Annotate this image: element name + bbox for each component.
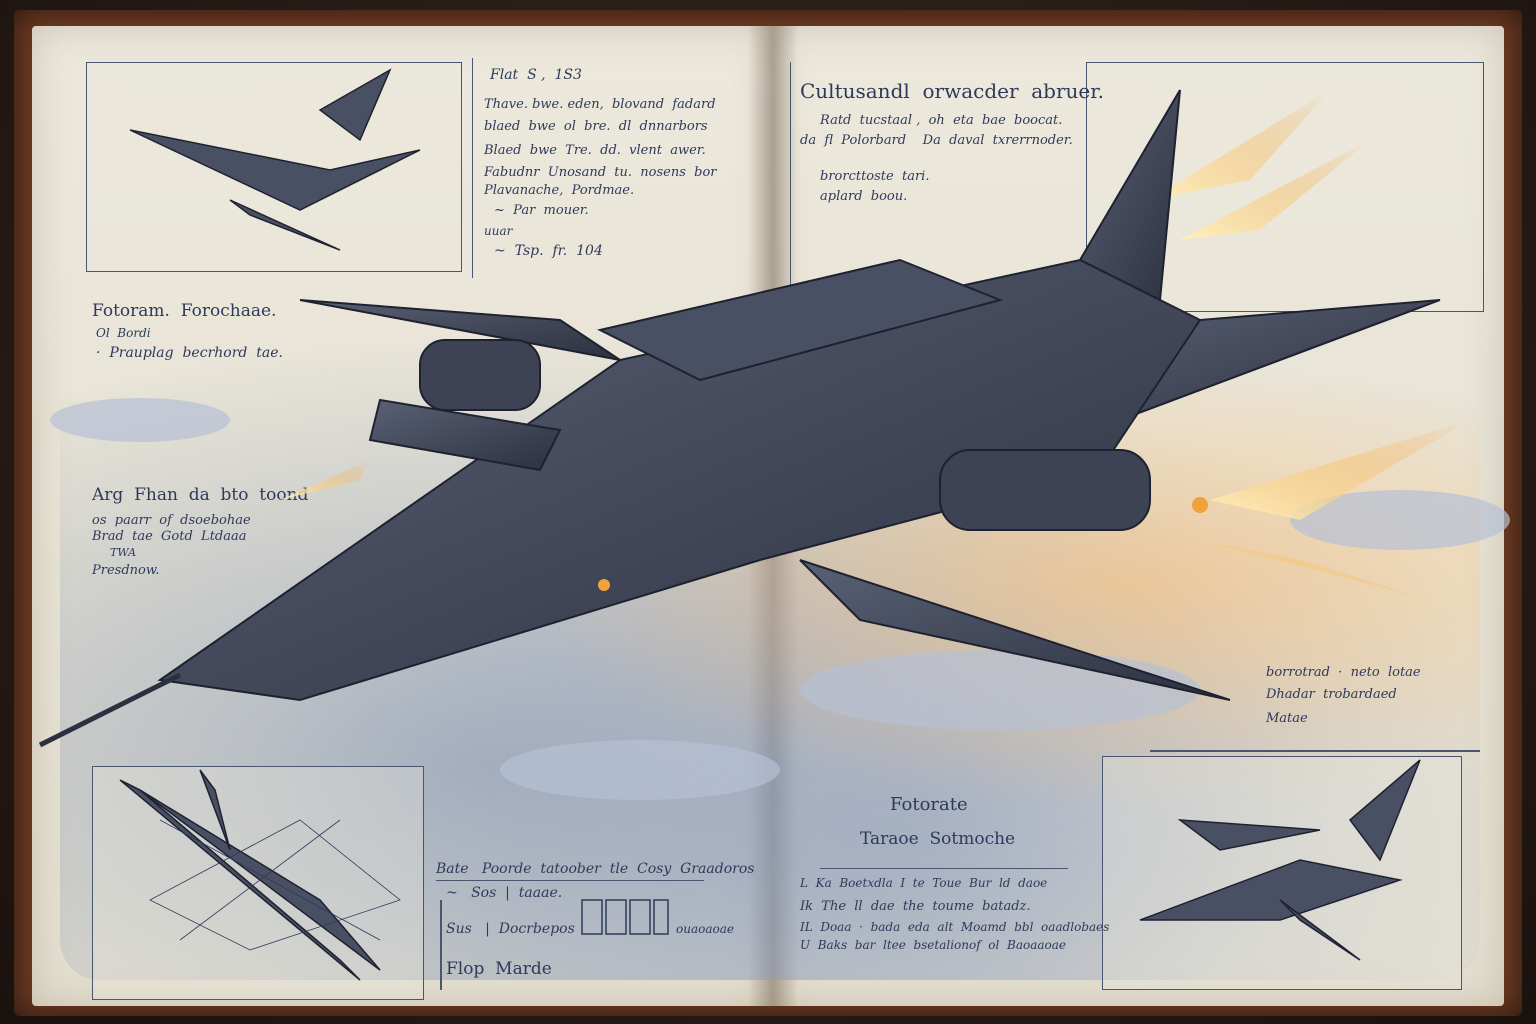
right-bottom-line-1: L Ka Boetxdla I te Toue Bur ld daoe	[800, 876, 1048, 890]
top-notes-line-7: uuar	[484, 224, 513, 238]
right-bottom-line-3: IL Doaa · bada eda alt Moamd bbl oaadlob…	[800, 920, 1110, 934]
mid-notes-1-line-2: Ol Bordi	[96, 326, 151, 340]
right-bottom-title: Fotorate	[890, 794, 968, 815]
top-notes-line-4: Fabudnr Unosand tu. nosens bor	[484, 165, 717, 180]
right-bottom-line-2: Ik The ll dae the toume batadz.	[800, 899, 1031, 914]
sketch-box-bottom-right	[1102, 756, 1462, 990]
right-top-line-2: da fl Polorbard Da daval txrerrnoder.	[800, 133, 1073, 148]
bottom-notes-footer: Flop Marde	[446, 959, 552, 979]
top-notes-header: Flat S , 1S3	[490, 67, 582, 83]
mid-notes-1-line-1: Fotoram. Forochaae.	[92, 301, 277, 321]
notes-box-top-right	[790, 62, 1071, 302]
bottom-notes-line-2: ~ Sos | taaae.	[446, 885, 563, 901]
right-top-line-1: Ratd tucstaal , oh eta bae boocat.	[820, 113, 1063, 128]
right-top-line-3: brorcttoste tari.	[820, 169, 930, 184]
top-notes-line-6: ~ Par mouer.	[494, 203, 589, 218]
right-bottom-rule	[820, 868, 1068, 869]
right-top-line-4: aplard boou.	[820, 189, 908, 204]
top-notes-line-5: Plavanache, Pordmae.	[484, 183, 635, 198]
sketch-box-top-right	[1086, 62, 1484, 312]
top-notes-line-2: blaed bwe ol bre. dl dnnarbors	[484, 119, 708, 134]
mid-notes-2-line-5: Presdnow.	[92, 563, 160, 578]
right-side-line-2: Dhadar trobardaed	[1266, 687, 1397, 702]
bottom-notes-line-1: Bate Poorde tatoober tle Cosy Graadoros	[436, 861, 755, 877]
top-notes-line-1: Thave. bwe. eden, blovand fadard	[484, 97, 716, 112]
right-side-line-3: Matae	[1266, 711, 1308, 726]
right-bottom-subtitle: Taraoe Sotmoche	[860, 829, 1016, 849]
sketch-box-bottom-left	[92, 766, 424, 1000]
bottom-notes-line-3-suffix: ouaoaoae	[676, 922, 734, 936]
mid-notes-1-line-3: · Prauplag becrhord tae.	[96, 345, 283, 361]
mid-notes-2-line-1: Arg Fhan da bto toond	[92, 485, 309, 505]
right-side-line-1: borrotrad · neto lotae	[1266, 665, 1421, 680]
top-notes-line-3: Blaed bwe Tre. dd. vlent awer.	[484, 143, 706, 158]
divider-line	[1150, 750, 1480, 752]
mid-notes-2-line-4: TWA	[110, 546, 137, 559]
sketch-box-top-left	[86, 62, 462, 272]
right-bottom-line-4: U Baks bar ltee bsetalionof ol Baoaaoae	[800, 938, 1066, 952]
right-top-heading: Cultusandl orwacder abruer.	[800, 79, 1104, 103]
top-notes-footer: ~ Tsp. fr. 104	[494, 243, 603, 259]
bottom-notes-line-3: Sus | Docrbepos	[446, 921, 575, 937]
notes-box-top-left	[472, 58, 745, 278]
bottom-notes-rule	[436, 880, 704, 881]
bottom-notes-vertical-rule	[440, 900, 442, 990]
